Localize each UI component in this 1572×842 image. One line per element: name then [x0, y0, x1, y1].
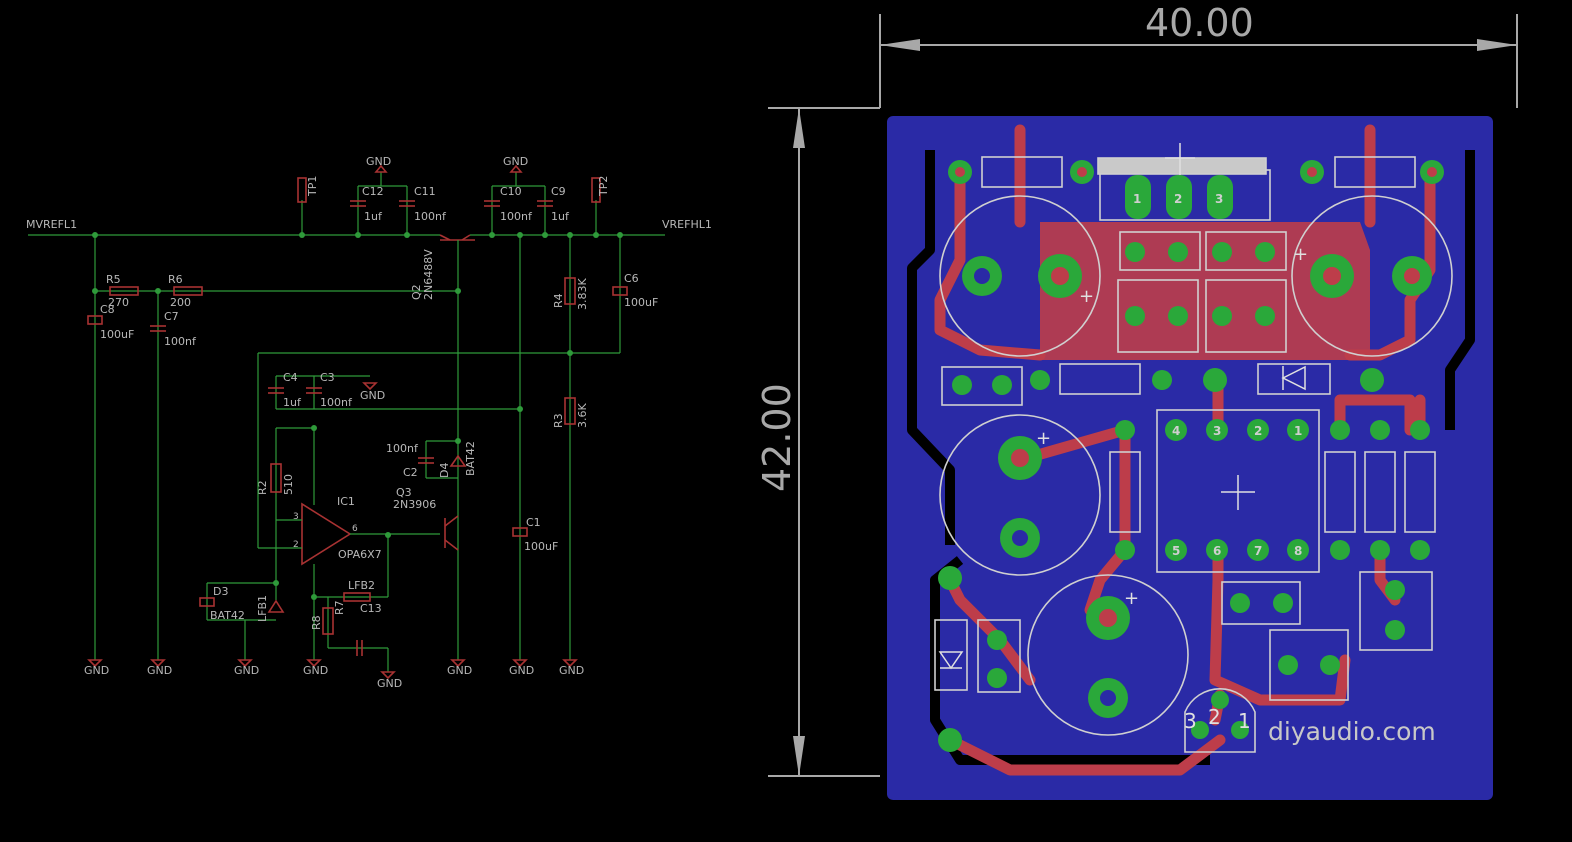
d3-ref: LFB1 [256, 595, 269, 622]
c4-value: 1uf [283, 396, 302, 409]
gnd-label-1: GND [366, 155, 391, 168]
gnd-label-8: GND [447, 664, 472, 677]
tp1-ref: TP1 [306, 176, 319, 197]
dip-pin-5: 5 [1172, 544, 1180, 558]
c9-ref: C9 [551, 185, 566, 198]
gnd-label-7: GND [303, 664, 328, 677]
c11-ref: C11 [414, 185, 436, 198]
lfb1-ref: LFB2 [348, 579, 375, 592]
pcb-board [887, 116, 1493, 800]
dip-pin-7: 7 [1254, 544, 1262, 558]
board-dimensions: 40.00 42.00 [755, 1, 1518, 777]
reg-pin-2: 2 [1174, 192, 1182, 206]
r3-ref: R3 [552, 413, 565, 428]
c6-value: 100uF [624, 296, 658, 309]
diyaudio-watermark: diyaudio.com [1268, 717, 1436, 746]
c8-ref: C8 [100, 303, 115, 316]
r7-ref: C13 [360, 602, 382, 615]
c7-value: 100nf [164, 335, 197, 348]
c5-value: 100uF [524, 540, 558, 553]
dip-pin-2: 2 [1254, 424, 1262, 438]
net-label-left: MVREFL1 [26, 218, 77, 231]
dip-pin-4: 4 [1172, 424, 1180, 438]
gnd-label-3: GND [360, 389, 385, 402]
q3-value: 2N3906 [393, 498, 436, 511]
svg-text:+: + [1079, 286, 1094, 307]
to92-pin-3: 3 [1184, 709, 1197, 733]
svg-text:6: 6 [352, 524, 358, 534]
dip-pin-6: 6 [1213, 544, 1221, 558]
c11-value: 100nf [414, 210, 447, 223]
r6-ref: R6 [168, 273, 183, 286]
gnd-label-4: GND [84, 664, 109, 677]
ic1-ref: IC1 [337, 495, 355, 508]
c9-value: 1uf [551, 210, 570, 223]
r5-ref: R5 [106, 273, 121, 286]
c4-ref: C4 [283, 371, 298, 384]
r8-ref: R7 [333, 600, 346, 615]
q2-value: 2N6488V [422, 249, 435, 300]
reg-pin-1: 1 [1133, 192, 1141, 206]
c7-ref: C7 [164, 310, 179, 323]
c5-ref: C1 [526, 516, 541, 529]
c1-ref: D3 [213, 585, 228, 598]
c8-value: 100uF [100, 328, 134, 341]
q2-ref: Q2 [410, 284, 423, 300]
gnd-label-9: GND [509, 664, 534, 677]
gnd-label-10: GND [559, 664, 584, 677]
r3-value: 3.6K [576, 403, 589, 428]
gnd-label-11: GND [377, 677, 402, 690]
tp2-ref: TP2 [597, 176, 610, 197]
c1-value: BAT42 [210, 609, 245, 622]
c6-ref: C6 [624, 272, 639, 285]
dip-pin-3: 3 [1213, 424, 1221, 438]
svg-text:3: 3 [293, 512, 299, 522]
reg-pin-3: 3 [1215, 192, 1223, 206]
r2-value: 510 [282, 474, 295, 495]
to92-pin-1: 1 [1238, 709, 1251, 733]
d4-ref: D4 [438, 463, 451, 478]
dip-pin-1: 1 [1294, 424, 1302, 438]
gnd-label-6: GND [234, 664, 259, 677]
svg-text:+: + [1293, 244, 1308, 265]
d4-value: BAT42 [464, 441, 477, 476]
ic1-value: OPA6X7 [338, 548, 382, 561]
c2-value: 100nf [386, 442, 419, 455]
gnd-label-5: GND [147, 664, 172, 677]
net-label-right: VREFHL1 [662, 218, 712, 231]
c3-ref: C3 [320, 371, 335, 384]
c12-value: 1uf [364, 210, 383, 223]
dip-pin-8: 8 [1294, 544, 1302, 558]
gnd-label-2: GND [503, 155, 528, 168]
c12-ref: C12 [362, 185, 384, 198]
pcb-layout: 1 2 3 [887, 116, 1493, 800]
r4-ref: R4 [552, 293, 565, 308]
lfb2-ref: R8 [310, 615, 323, 630]
svg-text:2: 2 [293, 540, 299, 550]
svg-text:+: + [1036, 428, 1051, 449]
c10-value: 100nf [500, 210, 533, 223]
q3-ref: Q3 [396, 486, 412, 499]
c10-ref: C10 [500, 185, 522, 198]
width-dimension-label: 40.00 [1145, 1, 1254, 45]
r6-value: 200 [170, 296, 191, 309]
r5-value: 270 [108, 296, 129, 309]
svg-text:+: + [1124, 588, 1139, 609]
c3-value: 100nf [320, 396, 353, 409]
c2-ref: C2 [403, 466, 418, 479]
height-dimension-label: 42.00 [755, 383, 799, 492]
schematic-diagram: MVREFL1 VREFHL1 R5 270 R6 200 C8 10 [26, 155, 712, 690]
r4-value: 3.83K [576, 278, 589, 310]
to92-pin-2: 2 [1208, 705, 1221, 729]
r2-ref: R2 [256, 480, 269, 495]
